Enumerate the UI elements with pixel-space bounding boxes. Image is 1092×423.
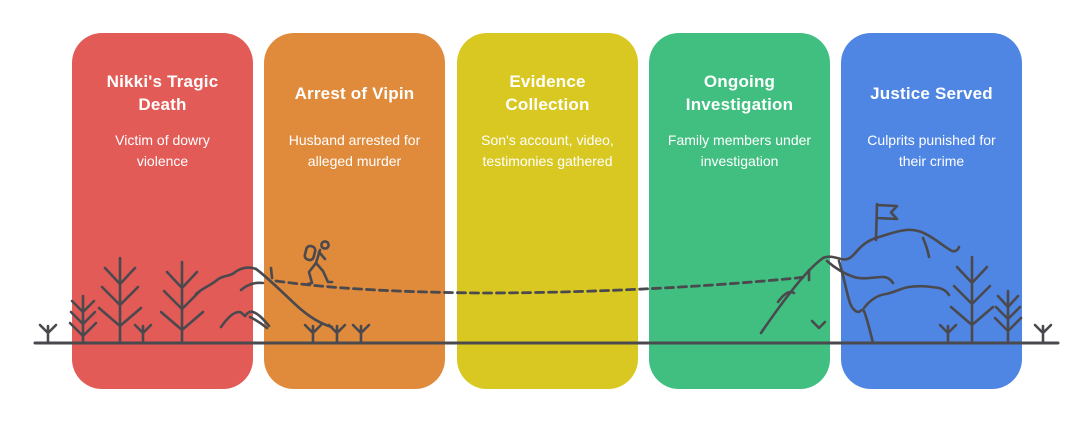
timeline-card: Ongoing Investigation Family members und…	[649, 33, 830, 389]
card-subtitle: Victim of dowry violence	[115, 132, 210, 169]
timeline-card: Justice Served Culprits punished for the…	[841, 33, 1022, 389]
card-subtitle: Family members under investigation	[667, 132, 812, 169]
card-title: Arrest of Vipin	[294, 83, 415, 103]
card-title: Ongoing Investigation	[685, 72, 794, 114]
card-subtitle: Son's account, video, testimonies gather…	[481, 132, 614, 169]
timeline-card: Arrest of Vipin Husband arrested for all…	[264, 33, 445, 389]
card-subtitle: Culprits punished for their crime	[867, 132, 996, 169]
card-title: Nikki's Tragic Death	[106, 72, 219, 114]
timeline-card: Nikki's Tragic Death Victim of dowry vio…	[72, 33, 253, 389]
timeline-card: Evidence Collection Son's account, video…	[457, 33, 638, 389]
card-subtitle: Husband arrested for alleged murder	[288, 132, 421, 169]
card-title: Evidence Collection	[505, 72, 590, 114]
card-title: Justice Served	[870, 83, 993, 103]
